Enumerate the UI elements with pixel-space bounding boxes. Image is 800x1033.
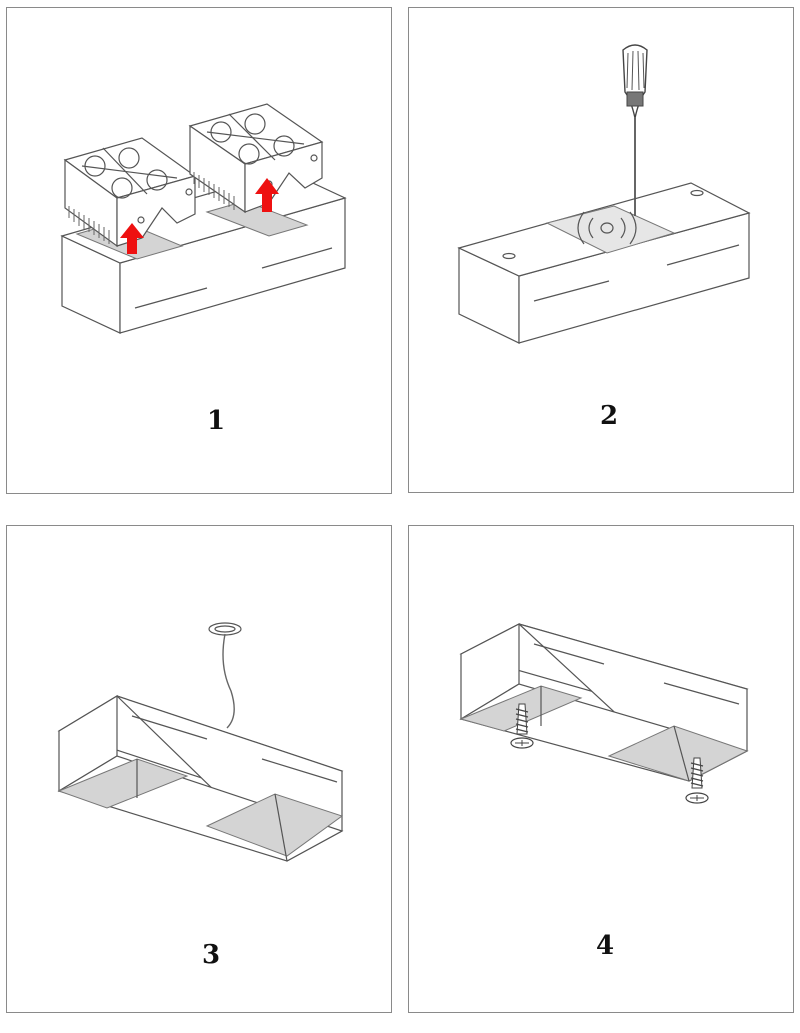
step-3-panel: 3 (6, 525, 392, 1013)
step-number: 4 (595, 931, 615, 961)
housing-box (457, 182, 751, 344)
housing-box (459, 623, 749, 782)
screw-left (510, 703, 534, 749)
step-2-panel: 2 (408, 7, 794, 493)
step-number: 1 (206, 406, 226, 436)
housing-box (57, 694, 344, 862)
step-1-illustration (60, 103, 347, 334)
ceiling-mount (208, 622, 242, 729)
step-2-illustration (457, 44, 751, 344)
lift-arrow-right (255, 178, 279, 212)
screw-right (685, 757, 709, 804)
led-module-left (63, 137, 197, 248)
step-4-panel: 4 (408, 525, 794, 1013)
step-4-illustration (459, 623, 749, 804)
step-1-panel: 1 (6, 7, 392, 494)
step-number: 3 (201, 940, 221, 970)
lift-arrow-left (120, 223, 144, 254)
step-number: 2 (599, 401, 619, 431)
step-3-illustration (57, 622, 344, 862)
screwdriver (622, 44, 648, 216)
control-plate (545, 205, 676, 254)
